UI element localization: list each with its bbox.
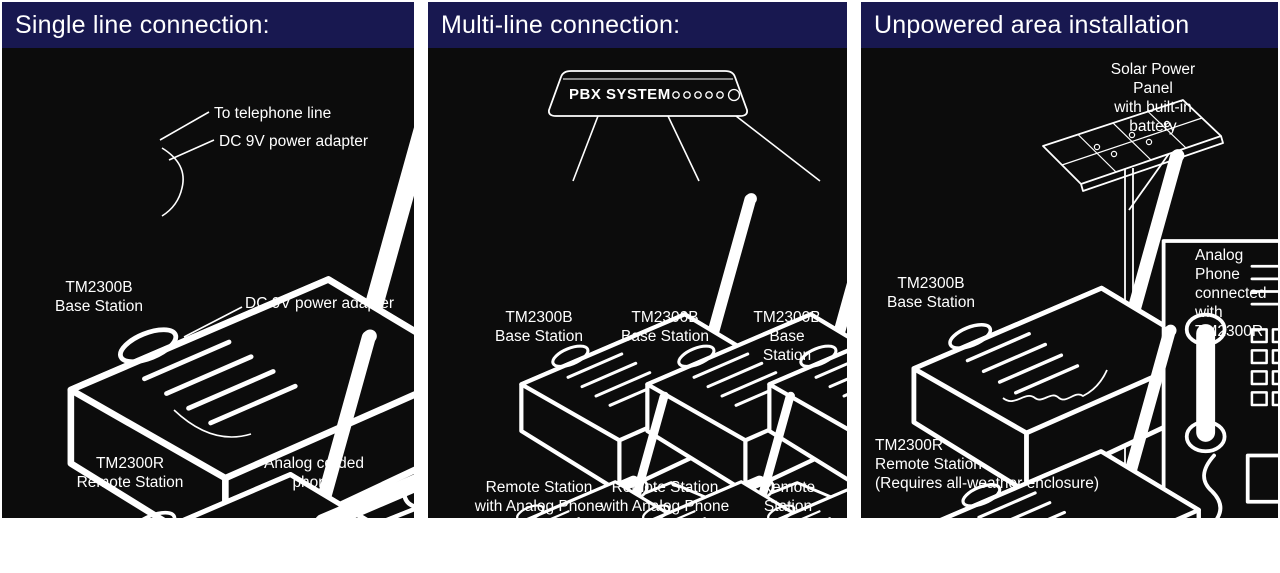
leader-line-power [168,139,215,161]
pbx-indicator-lights [672,88,741,102]
label-base-station: TM2300B Base Station [887,275,975,311]
solar-grid-lines [1061,111,1203,173]
unpowered-diagram [861,99,1278,518]
leader-lines [159,111,215,217]
single-line-diagram [2,48,414,518]
connection-line-1 [572,115,599,182]
label-base-station-3: TM2300B Base Station [753,309,821,364]
solar-cell-dots [1093,120,1171,158]
label-base-station-1: TM2300B Base Station [495,309,583,345]
label-analog-phone: Analog corded phone [264,455,364,491]
panel-single-line: Single line connection: To telephone lin… [2,2,414,518]
multi-line-diagram [492,70,847,518]
panel-single-line-title: Single line connection: [2,2,414,48]
label-remote-station-1: Remote Station with Analog Phone [474,479,604,515]
connection-line-2 [667,115,700,182]
label-solar-panel: Solar Power Panel with built-in battery [1110,61,1196,135]
leader-line-telephone [159,111,210,141]
label-remote-station: TM2300R Remote Station (Requires all-wea… [875,437,1099,492]
label-remote-station: TM2300R Remote Station [76,455,184,491]
leader-line-power-remote [183,306,243,338]
pbx-connection-lines [572,115,821,182]
label-to-telephone-line: To telephone line [214,105,332,122]
panel-multi-line-title: Multi-line connection: [428,2,847,48]
panel-single-line-body: To telephone line DC 9V power adapter TM… [2,48,414,518]
panel-multi-line-body: PBX SYSTEM TM2300B Base Station TM2300B … [428,48,847,572]
panel-unpowered: Unpowered area installation [861,2,1278,518]
remote-to-phone-cable [1002,369,1108,402]
label-base-station: TM2300B Base Station [55,279,143,315]
panel-multi-line: Multi-line connection: [428,2,847,572]
panel-unpowered-body: Solar Power Panel with built-in battery … [861,48,1278,518]
label-remote-station-3: Remote Station with Analog Phone [760,479,816,572]
label-dc9v-base: DC 9V power adapter [219,133,369,150]
phone-line-cable [173,409,252,438]
panel-unpowered-title: Unpowered area installation [861,2,1278,48]
pbx-system-label: PBX SYSTEM [569,86,671,103]
pbx-box-illustration [547,70,749,117]
connection-line-3 [735,115,821,182]
label-dc9v-remote: DC 9V power adapter [245,295,395,312]
label-analog-phone: Analog Phone connected with TM2300R [1195,247,1267,340]
label-base-station-2: TM2300B Base Station [621,309,709,345]
label-remote-station-2: Remote Station with Analog Phone [600,479,730,515]
power-cord [161,147,184,217]
